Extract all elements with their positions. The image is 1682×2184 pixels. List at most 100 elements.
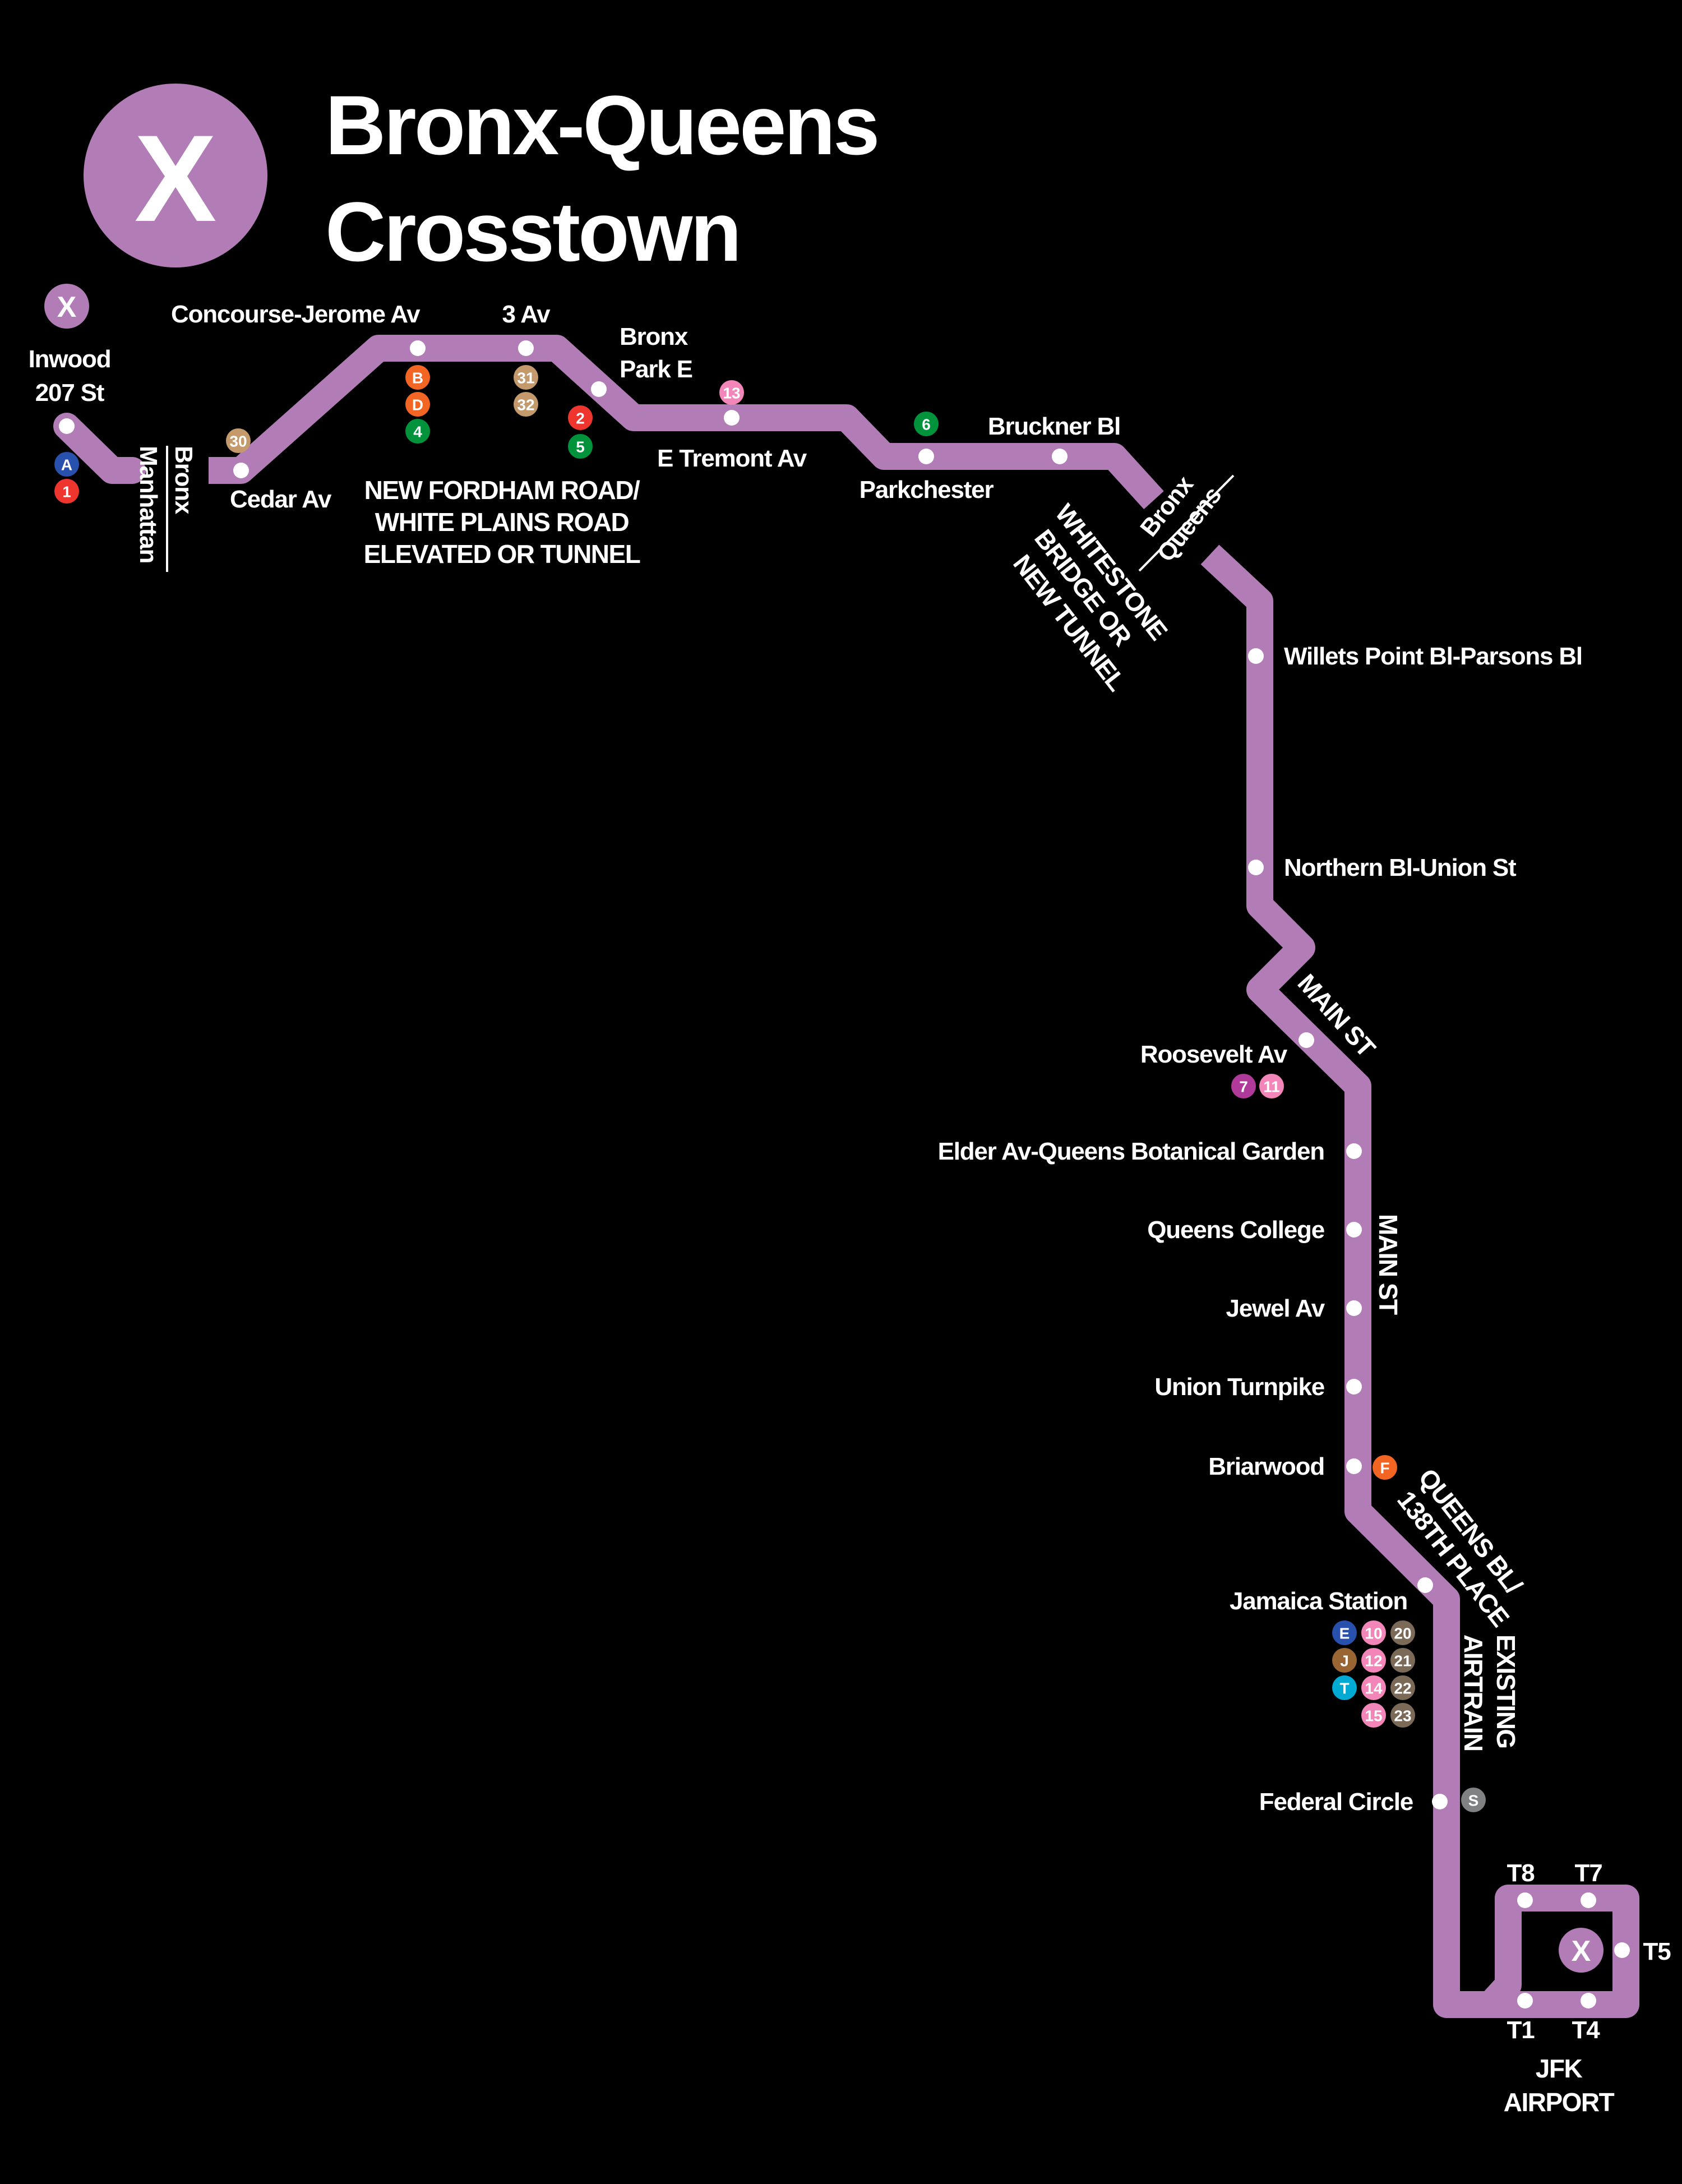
station-dot[interactable] — [1581, 1892, 1596, 1908]
transfer-bullet — [914, 412, 939, 436]
transfer-bullet-label: 23 — [1394, 1707, 1411, 1725]
note-jfk-line2: AIRPORT — [1504, 2088, 1615, 2117]
transfer-bullet — [1361, 1620, 1386, 1645]
station-dot[interactable] — [1346, 1300, 1362, 1316]
station-dot[interactable] — [1346, 1222, 1362, 1238]
station-dot[interactable] — [1614, 1942, 1630, 1958]
transfer-bullet — [1390, 1648, 1415, 1673]
station-dot[interactable] — [1432, 1794, 1448, 1809]
station[interactable]: Briarwood F — [1208, 1453, 1397, 1480]
boundary-label-manhattan: Manhattan — [135, 446, 162, 563]
station-dot[interactable] — [1417, 1577, 1433, 1593]
station-dot[interactable] — [1346, 1379, 1362, 1395]
station[interactable]: Willets Point Bl-Parsons Bl — [1248, 643, 1583, 670]
station[interactable]: E Tremont Av 13 — [657, 380, 808, 472]
transfer-bullet — [1373, 1455, 1397, 1480]
transfer-bullet — [1390, 1675, 1415, 1700]
station[interactable]: Northern Bl-Union St — [1248, 854, 1517, 881]
transfer-bullet-label: 7 — [1239, 1078, 1248, 1096]
station-dot[interactable] — [724, 410, 740, 426]
line-segment-manhattan — [53, 413, 146, 484]
station-dot[interactable] — [1248, 860, 1264, 875]
station[interactable]: T4 — [1572, 1993, 1601, 2044]
station-name: Queens College — [1147, 1216, 1324, 1244]
transfer-bullet — [1390, 1620, 1415, 1645]
transfer-bullet-label: 12 — [1365, 1652, 1382, 1670]
station[interactable]: Union Turnpike — [1154, 1373, 1362, 1401]
station-dot[interactable] — [1052, 449, 1068, 464]
transfer-bullet — [1361, 1648, 1386, 1673]
station-dot[interactable] — [918, 449, 934, 464]
station-dot[interactable] — [1346, 1458, 1362, 1474]
station-name: Concourse-Jerome Av — [171, 301, 420, 328]
transfer-bullet-label: 6 — [922, 416, 931, 433]
transfer-bullet-label: T — [1339, 1680, 1349, 1697]
transfer-bullet-label: F — [1380, 1460, 1389, 1477]
route-marker-start: X — [44, 284, 89, 329]
route-bullet-large — [84, 84, 267, 267]
station-dot[interactable] — [1581, 1993, 1596, 2008]
station-name: T4 — [1572, 2016, 1601, 2044]
route-line — [53, 335, 1639, 2018]
station-dot[interactable] — [1346, 1143, 1362, 1159]
transfer-bullet-label: A — [61, 456, 72, 474]
note-airtrain-line1: EXISTING — [1491, 1634, 1521, 1748]
boundary-line — [1138, 474, 1235, 572]
station-name: Federal Circle — [1259, 1788, 1413, 1816]
station-dot[interactable] — [518, 340, 534, 356]
station-name: T7 — [1575, 1859, 1602, 1887]
station-name: T5 — [1643, 1938, 1671, 1965]
station[interactable]: Jewel Av — [1226, 1295, 1362, 1322]
note-fordham-line1: NEW FORDHAM ROAD/ — [364, 475, 640, 505]
station-name: T1 — [1507, 2016, 1535, 2044]
transfer-bullet-label: 30 — [229, 433, 247, 450]
line-segment-queens — [1200, 544, 1491, 2018]
station[interactable]: Queens College — [1147, 1216, 1362, 1244]
station-dot[interactable] — [591, 381, 607, 397]
transfer-bullet-label: 5 — [576, 438, 585, 456]
station[interactable]: T8 — [1507, 1859, 1535, 1908]
station-dot[interactable] — [1517, 1993, 1533, 2008]
station[interactable]: T1 — [1507, 1993, 1535, 2044]
station[interactable]: Elder Av-Queens Botanical Garden — [938, 1138, 1362, 1165]
station-dot[interactable] — [1248, 648, 1264, 664]
station-name: 3 Av — [502, 301, 551, 328]
note-fordham-line2: WHITE PLAINS ROAD — [375, 507, 629, 537]
station-name: E Tremont Av — [657, 445, 807, 472]
station-name: Inwood — [29, 345, 111, 373]
station-dot[interactable] — [233, 463, 249, 478]
transfer-bullet — [1390, 1703, 1415, 1728]
transfer-bullet — [54, 479, 79, 504]
transfer-bullet — [514, 365, 538, 390]
boundary-label-bronx: Bronx — [170, 446, 197, 515]
station-name: Briarwood — [1208, 1453, 1324, 1480]
transfer-bullet — [568, 434, 593, 459]
route-bullet-small-letter: X — [57, 291, 77, 324]
station-dot[interactable] — [1299, 1032, 1314, 1048]
note-fordham: NEW FORDHAM ROAD/ WHITE PLAINS ROAD ELEV… — [364, 475, 641, 569]
station-dot[interactable] — [1517, 1892, 1533, 1908]
transfer-bullet-label: 13 — [723, 385, 740, 402]
transfer-bullet — [405, 365, 430, 390]
note-jfk-line1: JFK — [1536, 2054, 1583, 2083]
station-name: Bronx — [620, 323, 688, 350]
transfer-bullet-label: 32 — [517, 396, 534, 414]
station[interactable]: Bruckner Bl — [988, 413, 1121, 464]
transfer-bullet — [568, 405, 593, 430]
station-dot[interactable] — [59, 418, 75, 434]
transfer-bullet-label: J — [1340, 1652, 1349, 1670]
station[interactable]: T7 — [1575, 1859, 1603, 1908]
station-dot[interactable] — [410, 340, 426, 356]
page-title-line2: Crosstown — [325, 184, 740, 279]
station[interactable]: T5 — [1614, 1938, 1671, 1965]
